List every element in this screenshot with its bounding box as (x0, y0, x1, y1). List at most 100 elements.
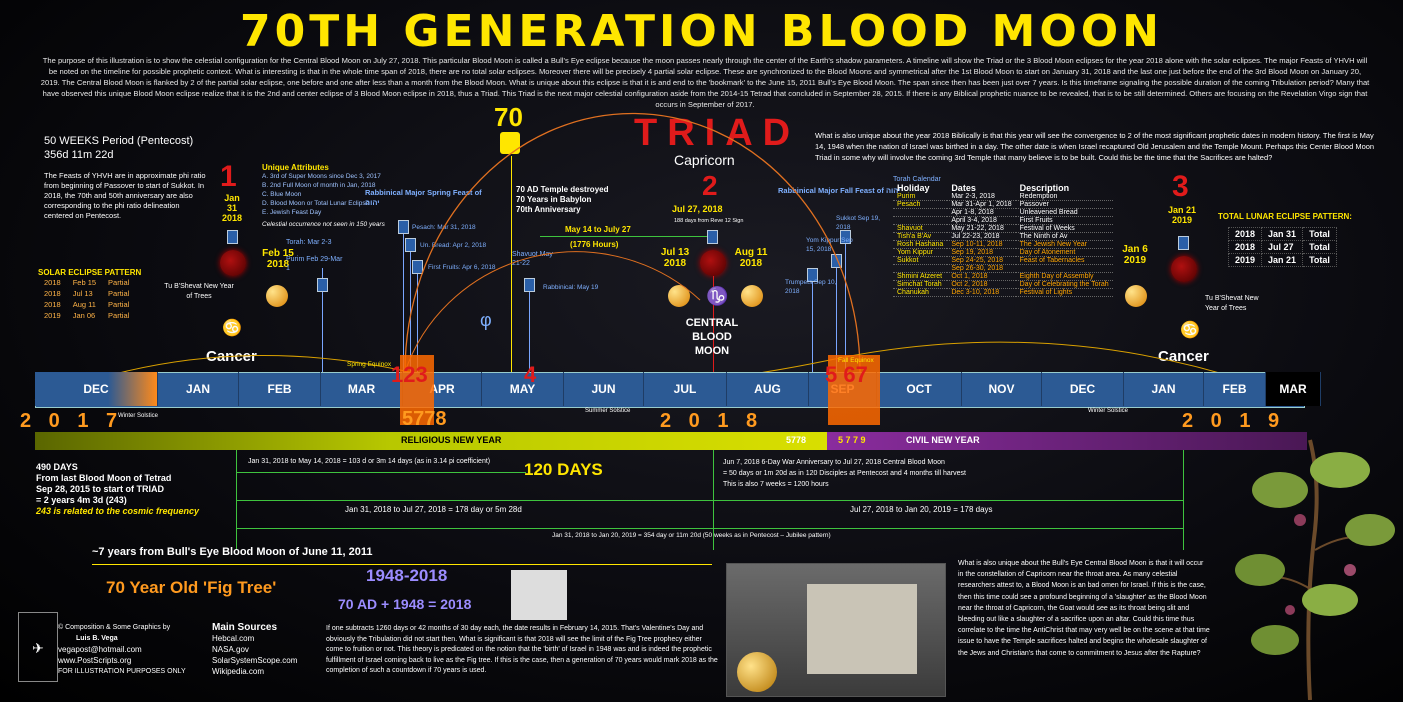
right-text: What is also unique about the year 2018 … (815, 131, 1375, 162)
yomkippur-line (836, 254, 837, 372)
moon1-year: 2018 (221, 213, 243, 223)
seventy-label: 70 (494, 102, 523, 132)
torah-cell: Day of Celebrating the Torah (1015, 280, 1113, 289)
fig-tree-icon (1235, 439, 1395, 700)
moon3-badge-icon (1178, 236, 1189, 250)
torah-cell: Sep 19, 2018 (947, 248, 1016, 257)
torah-cell: Sep 10-11, 2018 (947, 240, 1016, 249)
unique-item: D. Blood Moon or Total Lunar Eclipse (262, 200, 370, 207)
torah-cell: Yom Kippur (893, 248, 948, 257)
hebrew-5778-b: 5778 (786, 435, 807, 445)
temple-text: 70 AD Temple destroyed 70 Years in Babyl… (516, 185, 646, 215)
weeks-block: 50 WEEKS Period (Pentecost) 356d 11m 22d… (44, 135, 234, 221)
phi-symbol: φ (480, 310, 492, 330)
civil-year-bar (827, 432, 1307, 450)
intro-paragraph: The purpose of this illustration is to s… (40, 56, 1370, 109)
hebrew-year-5778: 5778 (402, 408, 447, 430)
unique-item: B. 2nd Full Moon of month in Jan, 2018 (262, 182, 376, 189)
solar-eclipse-jan-icon (1125, 285, 1147, 307)
central-moon-line (713, 276, 714, 372)
lunar-cell: 2019 (1227, 253, 1263, 267)
fig-tree-label: 70 Year Old 'Fig Tree' (106, 578, 277, 597)
credits-email: vegapost@hotmail.com (58, 645, 142, 654)
torah-cell: April 3-4, 2018 (947, 216, 1016, 225)
torah-cell (893, 264, 948, 273)
credits-note: FOR ILLUSTRATION PURPOSES ONLY (58, 668, 186, 675)
moon2-badge-icon (707, 230, 718, 244)
temple-line-3: 70th Anniversary (516, 205, 581, 214)
torah-cell: First Fruits (1015, 216, 1113, 225)
moon1-date: Jan 31 2018 (218, 193, 246, 223)
torah-mark: Torah: Mar 2-3 (286, 239, 332, 246)
span4-text: Jul 27, 2018 to Jan 20, 2019 = 178 days (850, 505, 993, 514)
lunar-pattern-title: TOTAL LUNAR ECLIPSE PATTERN: (1218, 212, 1352, 221)
pesach-line (403, 226, 404, 372)
moon3-number: 3 (1172, 170, 1189, 203)
lunar-cell: 2018 (1227, 240, 1263, 254)
span5-arrow (236, 528, 1183, 529)
torah-cell: The Jewish New Year (1015, 240, 1113, 249)
seven-years-arrow (92, 564, 712, 565)
cancer-icon-left: ♋ (222, 320, 242, 337)
month-cell: DEC (35, 372, 158, 406)
unique-note: Celestial occurrence not seen in 150 yea… (262, 221, 385, 228)
torah-cell: Festival of Lights (1015, 288, 1113, 297)
solar-cell: 2019 (44, 311, 61, 320)
solar-cell: Jul 13 (72, 289, 93, 298)
seven-years-text: ~7 years from Bull's Eye Blood Moon of J… (92, 546, 373, 558)
month-cell: MAR (1266, 372, 1321, 406)
month-cell: JAN (1124, 372, 1204, 406)
solar-cell: Jan 06 (72, 311, 96, 320)
solar-cell: Partial (108, 289, 130, 298)
moon2-number: 2 (702, 170, 718, 201)
month-cell: MAY (482, 372, 564, 406)
days490-block: 490 DAYS From last Blood Moon of Tetrad … (36, 462, 236, 517)
solar-aug-label: Aug 11 2018 (734, 247, 768, 269)
unbread-badge-icon (405, 238, 416, 252)
solar-jan-label: Jan 6 2019 (1122, 244, 1148, 266)
weeks-title: 50 WEEKS Period (Pentecost) (44, 135, 194, 147)
mark-123: 123 (391, 362, 428, 387)
lunar-cell: Total (1302, 253, 1337, 267)
temple-building (807, 584, 917, 674)
capricorn-goat-icon: ♑ (706, 286, 729, 306)
torah-row: Sep 26-30, 2018 (893, 264, 1113, 273)
purim-line (322, 268, 323, 372)
moon2-date: Jul 27, 2018 (672, 204, 723, 214)
yomkippur-mark: Yom Kippur Sep 15, 2018 (806, 237, 853, 253)
torah-cal-title: Torah Calendar (893, 176, 941, 183)
may-july-arrow (540, 236, 710, 237)
firstfruits-line (417, 266, 418, 372)
feasts-text: The Feasts of YHVH are in approximate ph… (44, 171, 206, 220)
seventy-line (511, 156, 512, 372)
solar-cell: Feb 15 (72, 278, 97, 287)
torah-cell: Rosh Hashana (893, 240, 948, 249)
blood-moon-3-icon (1171, 256, 1197, 282)
sukkot-badge-icon (840, 230, 851, 244)
tu-bshevat-left: Tu B'Shevat New Year of Trees (164, 283, 234, 300)
source-item: NASA.gov (212, 645, 249, 654)
source-item: Wikipedia.com (212, 667, 265, 676)
month-cell: FEB (1204, 372, 1266, 406)
spring-equinox: Spring Equinox (347, 361, 392, 368)
cancer-icon-right: ♋ (1180, 322, 1200, 339)
solar-cell: Aug 11 (72, 300, 96, 309)
month-cell: JAN (158, 372, 239, 406)
israel-badge-icon (227, 230, 238, 244)
torah-cell: Shmini Atzeret (893, 272, 948, 281)
span2-line-2: = 50 days or 1m 20d as in 120 Disciples … (723, 470, 966, 477)
source-item: SolarSystemScope.com (212, 656, 298, 665)
